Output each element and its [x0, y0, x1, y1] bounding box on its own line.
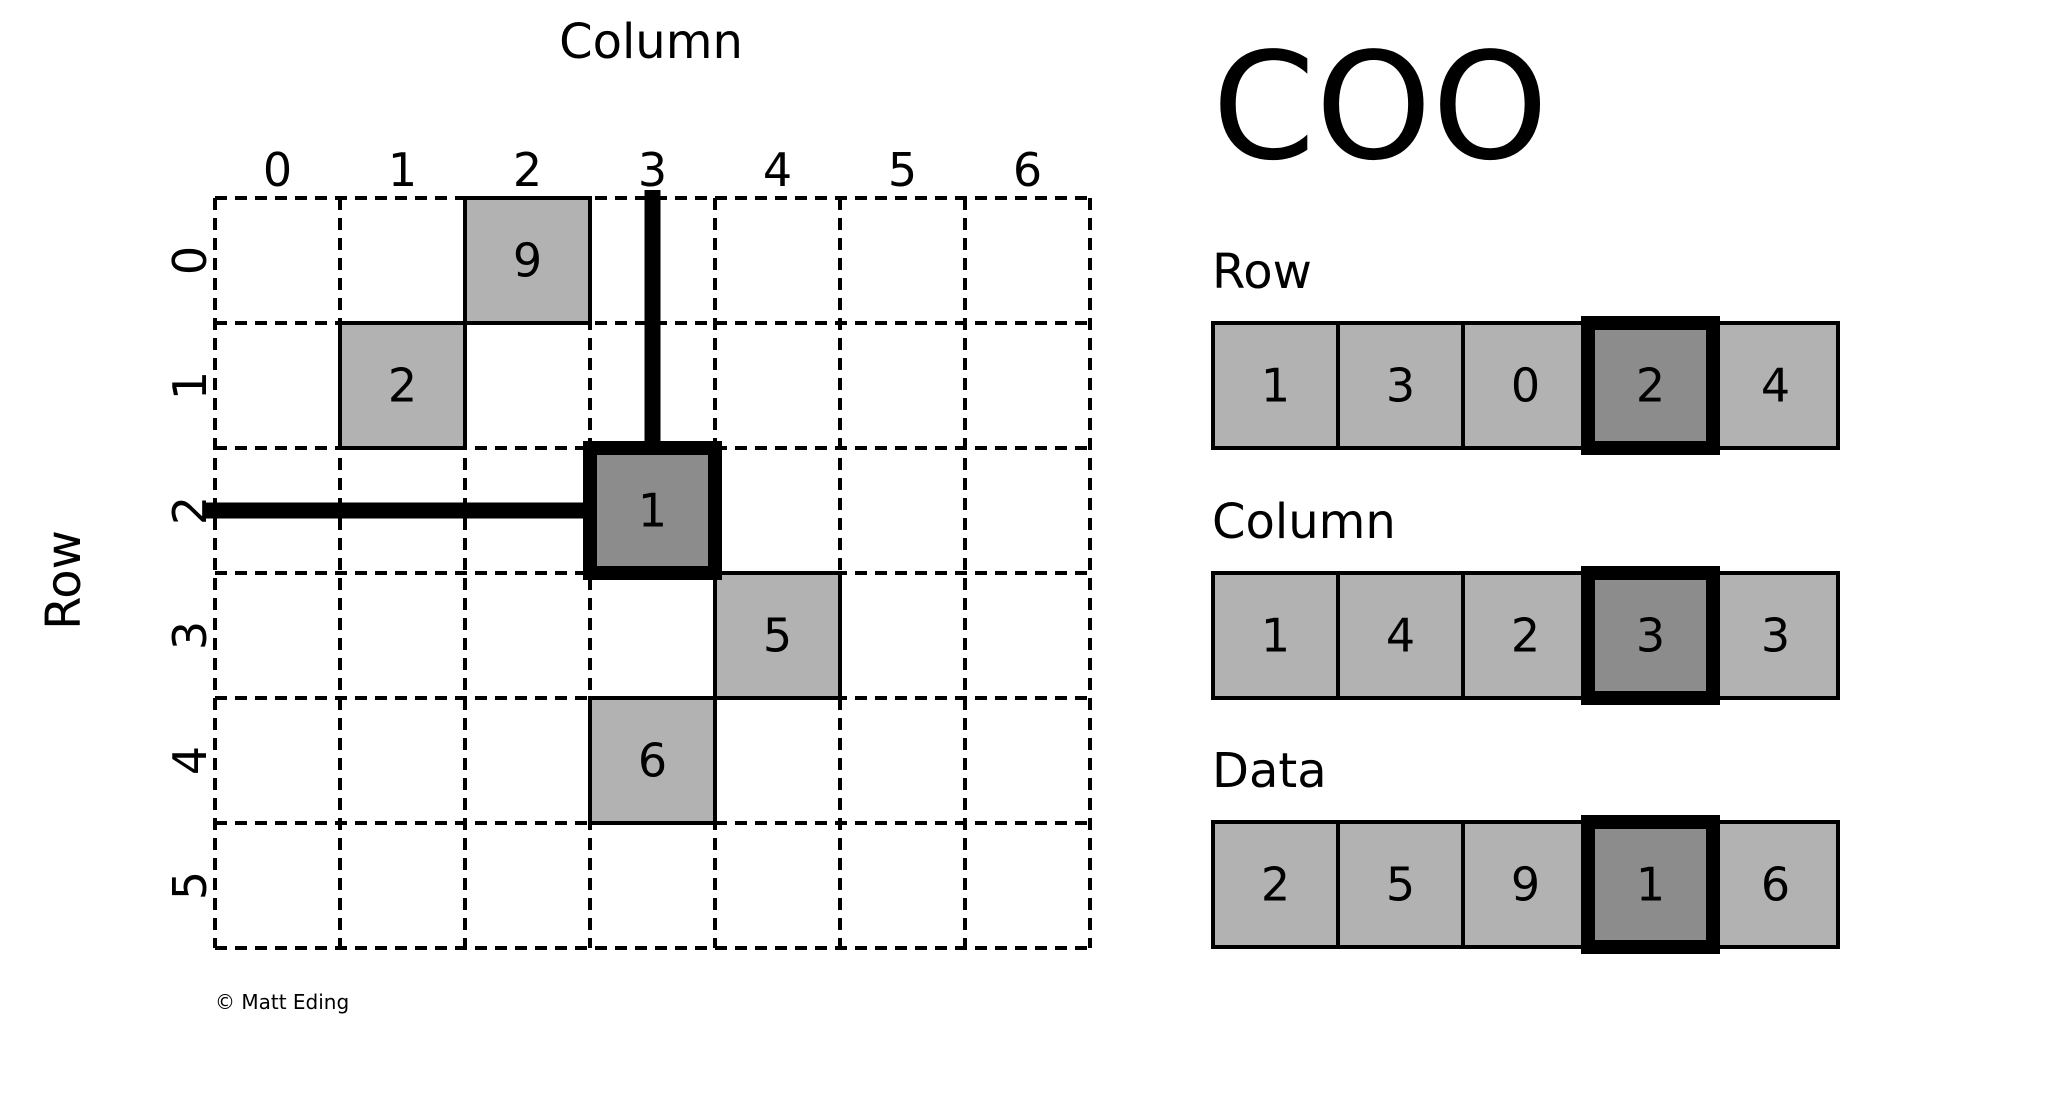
row-index-label: 4	[163, 746, 217, 775]
matrix-cell-value: 2	[388, 359, 417, 413]
data-array-cell	[1711, 820, 1840, 949]
column-axis-label: Column	[559, 14, 743, 70]
row-array-value: 2	[1636, 359, 1665, 413]
column-array-value: 3	[1636, 609, 1665, 663]
row-array-cell	[1711, 321, 1840, 450]
column-index-label: 0	[263, 143, 292, 197]
row-array-label: Row	[1212, 244, 1312, 300]
data-array-value: 2	[1261, 858, 1290, 912]
column-array-cell	[1711, 571, 1840, 700]
column-array-value: 2	[1511, 609, 1540, 663]
row-array-value: 4	[1761, 359, 1790, 413]
row-index-label: 5	[163, 871, 217, 900]
matrix-cell	[338, 321, 467, 450]
data-array-label: Data	[1212, 743, 1327, 799]
column-array-cell-highlighted	[1581, 566, 1720, 705]
row-array-value: 1	[1261, 359, 1290, 413]
data-array-value: 9	[1511, 858, 1540, 912]
row-array-value: 3	[1386, 359, 1415, 413]
matrix-cell-value: 5	[763, 609, 792, 663]
matrix-cell-value: 1	[638, 484, 667, 538]
matrix-cell-value: 6	[638, 734, 667, 788]
sparse-matrix-grid: 9 2 1 5 6 0 1 2 3 4 5 6 0 1 2 3 4 5	[163, 143, 1092, 950]
row-array-cell	[1211, 321, 1340, 450]
row-array-value: 0	[1511, 359, 1540, 413]
column-array-cell	[1211, 571, 1340, 700]
data-array-cell	[1336, 820, 1465, 949]
column-index-label: 2	[513, 143, 542, 197]
column-index-label: 5	[888, 143, 917, 197]
data-array-value: 5	[1386, 858, 1415, 912]
data-array-cell	[1461, 820, 1590, 949]
row-axis-label: Row	[36, 530, 92, 630]
row-array-cell-highlighted	[1581, 316, 1720, 455]
row-index-label: 1	[163, 371, 217, 400]
data-array-cell	[1211, 820, 1340, 949]
column-index-label: 6	[1013, 143, 1042, 197]
column-array-value: 4	[1386, 609, 1415, 663]
matrix-cell-value: 9	[513, 234, 542, 288]
copyright-notice: © Matt Eding	[215, 990, 349, 1014]
data-array-cell-highlighted	[1581, 815, 1720, 954]
data-array-value: 1	[1636, 858, 1665, 912]
column-array-value: 1	[1261, 609, 1290, 663]
row-index-label: 3	[163, 621, 217, 650]
row-index-label: 2	[163, 496, 217, 525]
column-array-label: Column	[1212, 494, 1396, 550]
data-array-value: 6	[1761, 858, 1790, 912]
column-index-label: 3	[638, 143, 667, 197]
column-array-cell	[1461, 571, 1590, 700]
column-array-value: 3	[1761, 609, 1790, 663]
row-array-cell	[1336, 321, 1465, 450]
coo-title: COO	[1212, 21, 1548, 193]
column-index-label: 1	[388, 143, 417, 197]
column-index-label: 4	[763, 143, 792, 197]
matrix-cell-highlighted	[583, 441, 722, 580]
row-index-label: 0	[163, 246, 217, 275]
